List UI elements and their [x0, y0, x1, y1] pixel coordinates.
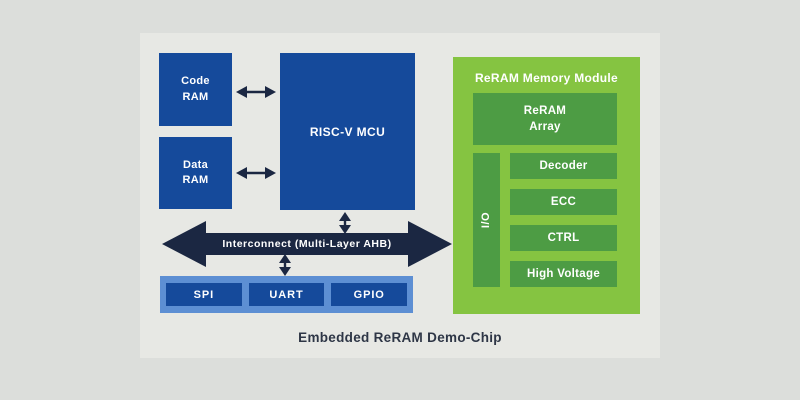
bidirectional-arrow-icon [278, 254, 292, 276]
reram-memory-module: ReRAM Memory Module ReRAM Array I/O Deco… [453, 57, 640, 314]
bidirectional-arrow-icon [236, 85, 276, 99]
uart-block: UART [248, 283, 325, 306]
interconnect-label: Interconnect (Multi-Layer AHB) [196, 233, 418, 255]
diagram-caption: Embedded ReRAM Demo-Chip [298, 330, 502, 345]
code-ram-block: Code RAM [159, 53, 232, 126]
io-label: I/O [480, 211, 493, 229]
decoder-block: Decoder [510, 153, 617, 179]
peripheral-bus-bar: SPI UART GPIO [160, 276, 413, 313]
ctrl-block: CTRL [510, 225, 617, 251]
bidirectional-arrow-icon [236, 166, 276, 180]
interconnect-bus-arrow: Interconnect (Multi-Layer AHB) [162, 221, 452, 267]
riscv-mcu-block: RISC-V MCU [280, 53, 415, 210]
gpio-block: GPIO [331, 283, 408, 306]
data-ram-block: Data RAM [159, 137, 232, 209]
bidirectional-arrow-icon [338, 212, 352, 234]
io-block: I/O [473, 153, 500, 287]
reram-array-block: ReRAM Array [473, 93, 617, 145]
spi-block: SPI [166, 283, 242, 306]
high-voltage-block: High Voltage [510, 261, 617, 287]
ecc-block: ECC [510, 189, 617, 215]
reram-module-title: ReRAM Memory Module [474, 71, 619, 85]
